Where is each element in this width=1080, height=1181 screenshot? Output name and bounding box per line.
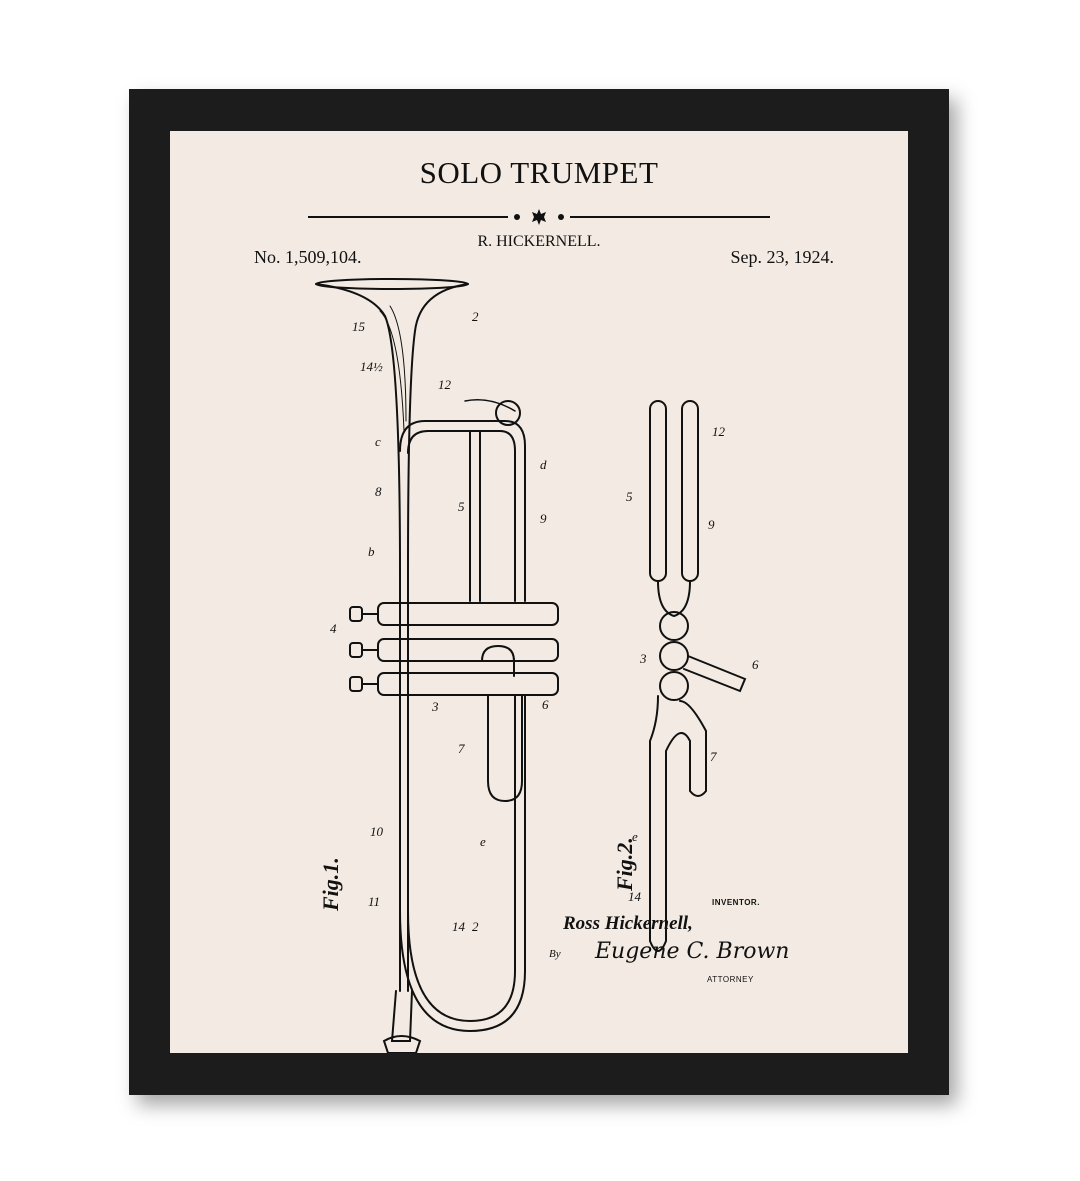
fig1-callout-d: d <box>540 457 547 472</box>
fig2-callout-7: 7 <box>710 749 717 764</box>
fig1-callout-14: 14 <box>452 919 466 934</box>
fig1-callout-b: b <box>368 544 375 559</box>
fig1-label: Fig.1. <box>318 857 343 912</box>
title-divider-ornament <box>308 209 770 225</box>
fig1-trumpet-illustration <box>315 278 559 1053</box>
fig2-valve-tubes-illustration <box>649 400 747 952</box>
fig1-callout-6: 6 <box>542 697 549 712</box>
attorney-signature: Eugene C. Brown <box>595 939 790 964</box>
fig2-callout-9: 9 <box>708 517 715 532</box>
fig1-callout-4: 4 <box>330 621 337 636</box>
fig2-callout-6: 6 <box>752 657 759 672</box>
fig1-callout-9: 9 <box>540 511 547 526</box>
fig1-callout-15: 15 <box>352 319 366 334</box>
inventor-name: R. HICKERNELL. <box>477 233 601 250</box>
fig2-callout-12: 12 <box>712 424 726 439</box>
fig1-callout-7: 7 <box>458 741 465 756</box>
fig2-callout-e: e <box>632 829 638 844</box>
fig2-callout-3: 3 <box>639 651 647 666</box>
inventor-label: INVENTOR. <box>712 898 760 907</box>
fig1-callout-8: 8 <box>375 484 382 499</box>
fig1-callout-e: e <box>480 834 486 849</box>
fig1-callout-5: 5 <box>458 499 465 514</box>
by-label: By <box>549 948 561 960</box>
poster-title: SOLO TRUMPET <box>419 155 659 190</box>
fig1-callout-12: 12 <box>438 377 452 392</box>
fig1-callout-c: c <box>375 434 381 449</box>
patent-number: No. 1,509,104. <box>254 247 362 267</box>
fig1-callout-11: 11 <box>368 894 380 909</box>
inventor-signature: Ross Hickernell, <box>563 913 693 934</box>
picture-frame: SOLO TRUMPET R. HICKERNELL. No. 1,509,10… <box>129 89 949 1095</box>
fig1-callout-14-half: 14½ <box>360 359 383 374</box>
attorney-label: ATTORNEY <box>707 975 754 984</box>
trumpet-patent-drawing: Fig.1. Fig.2. 15 14½ c 8 b 4 3 10 11 12 … <box>315 278 759 1053</box>
fig2-label: Fig.2. <box>612 837 637 892</box>
fig2-callout-14: 14 <box>628 889 642 904</box>
fig2-callout-5: 5 <box>626 489 633 504</box>
fig1-callout-3: 3 <box>431 699 439 714</box>
fig1-callout-2-top: 2 <box>472 309 479 324</box>
fig1-callout-2-bottom: 2 <box>472 919 479 934</box>
fig1-callout-10: 10 <box>370 824 384 839</box>
patent-print: SOLO TRUMPET R. HICKERNELL. No. 1,509,10… <box>170 131 908 1053</box>
patent-date: Sep. 23, 1924. <box>730 247 835 267</box>
